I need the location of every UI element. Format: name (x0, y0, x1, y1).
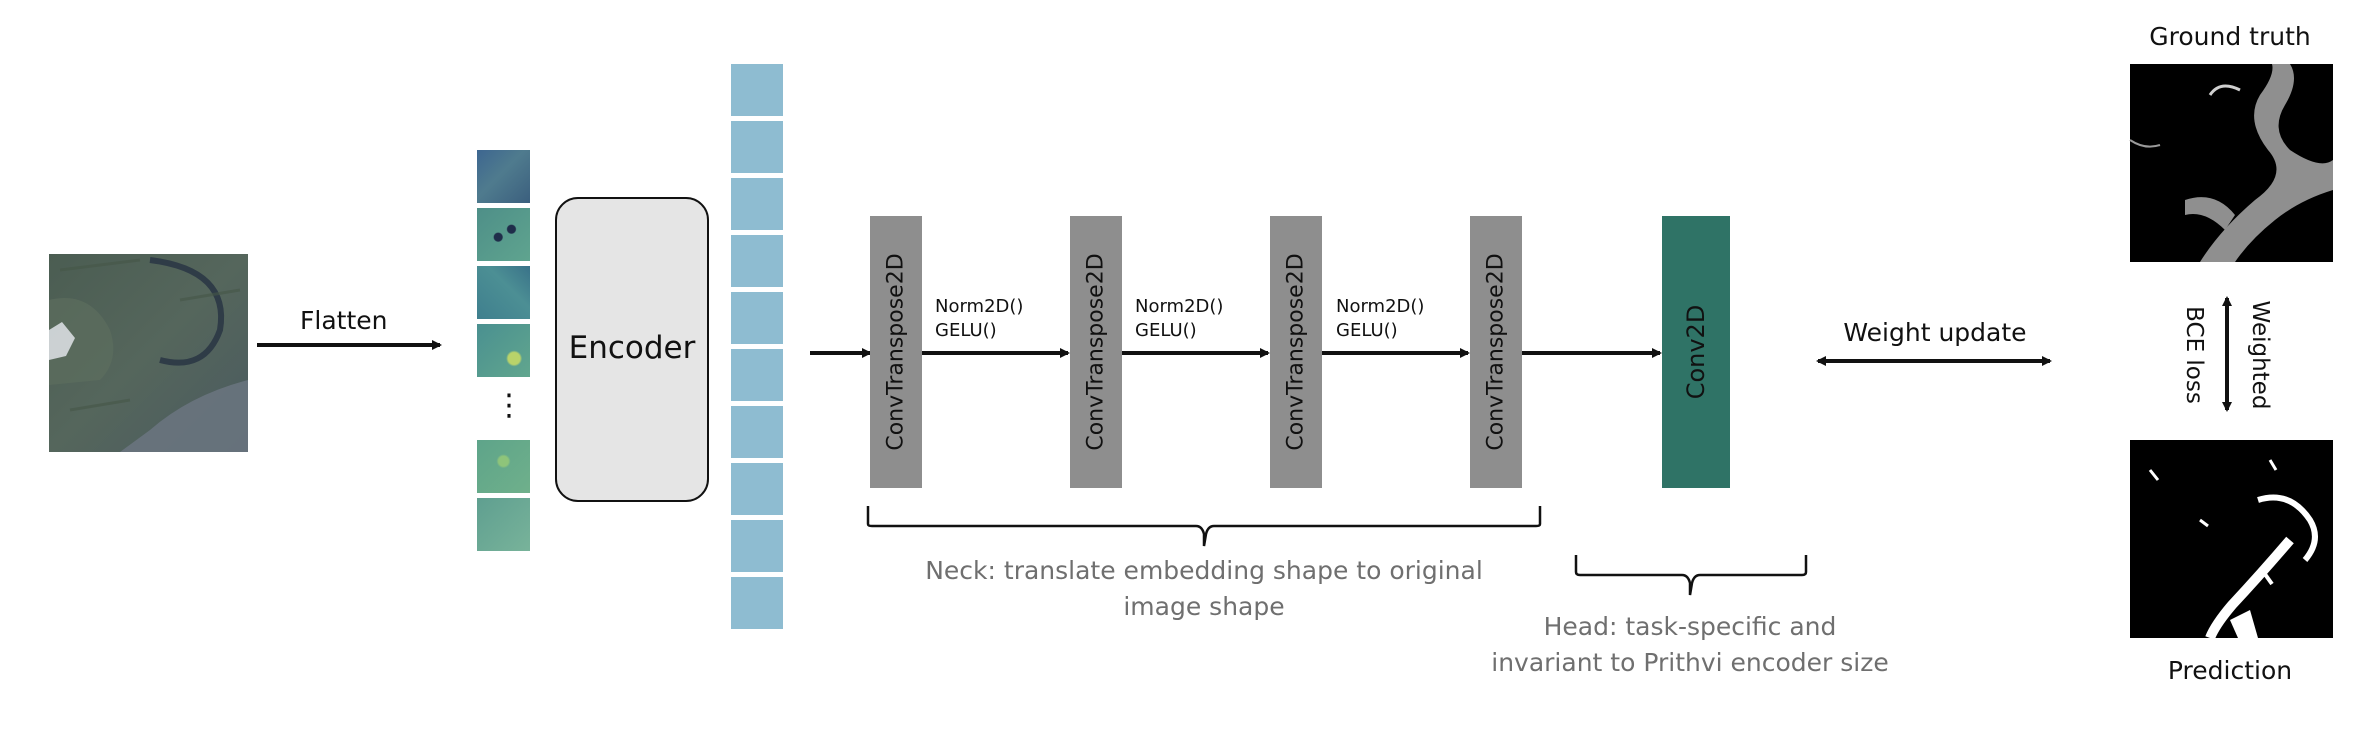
patch-5 (477, 440, 530, 493)
neck-block-1: ConvTranspose2D (870, 216, 922, 488)
head-caption-line-2: invariant to Prithvi encoder size (1491, 648, 1889, 677)
neck-brace (866, 506, 1542, 547)
patch-1 (477, 150, 530, 203)
neck-block-4-label: ConvTranspose2D (1483, 253, 1509, 451)
embedding-token (731, 292, 783, 344)
encoder-box (555, 197, 709, 502)
neck-block-2: ConvTranspose2D (1070, 216, 1122, 488)
neck-caption-line-1: Neck: translate embedding shape to origi… (925, 556, 1483, 585)
patch-ellipsis-icon: ⋮ (494, 388, 524, 423)
neck-block-1-label: ConvTranspose2D (883, 253, 909, 451)
neck-block-4: ConvTranspose2D (1470, 216, 1522, 488)
patch-2 (477, 208, 530, 261)
head-brace (1574, 555, 1808, 596)
prediction-label: Prediction (2167, 656, 2293, 685)
head-block-label: Conv2D (1682, 304, 1710, 400)
patch-4 (477, 324, 530, 377)
neck-op-2-gelu: GELU() (1135, 320, 1197, 341)
prediction-mask (2130, 440, 2333, 640)
patch-6 (477, 498, 530, 551)
neck-block-3: ConvTranspose2D (1270, 216, 1322, 488)
weight-update-label: Weight update (1843, 318, 2027, 347)
embedding-token (731, 577, 783, 629)
ground-truth-mask (2129, 64, 2333, 262)
embedding-token (731, 349, 783, 401)
neck-op-1-norm: Norm2D() (935, 296, 1024, 317)
head-caption-line-1: Head: task-specific and (1543, 612, 1837, 641)
embedding-token (731, 520, 783, 572)
embedding-token (731, 463, 783, 515)
neck-caption-line-2: image shape (1123, 592, 1285, 621)
loss-label-line-1: Weighted (2247, 300, 2273, 410)
embedding-token (731, 64, 783, 116)
neck-op-3-gelu: GELU() (1336, 320, 1398, 341)
embedding-token (731, 178, 783, 230)
head-block: Conv2D (1662, 216, 1730, 488)
loss-label-line-2: BCE loss (2181, 306, 2207, 404)
embedding-token (731, 406, 783, 458)
encoder-label: Encoder (568, 330, 696, 366)
flatten-label: Flatten (300, 306, 388, 335)
patch-3 (477, 266, 530, 319)
neck-op-2-norm: Norm2D() (1135, 296, 1224, 317)
neck-op-1-gelu: GELU() (935, 320, 997, 341)
neck-op-3-norm: Norm2D() (1336, 296, 1425, 317)
embedding-token (731, 121, 783, 173)
neck-block-2-label: ConvTranspose2D (1083, 253, 1109, 451)
neck-block-3-label: ConvTranspose2D (1283, 253, 1309, 451)
input-satellite-image (49, 254, 248, 452)
ground-truth-label: Ground truth (2149, 22, 2311, 51)
embedding-token (731, 235, 783, 287)
